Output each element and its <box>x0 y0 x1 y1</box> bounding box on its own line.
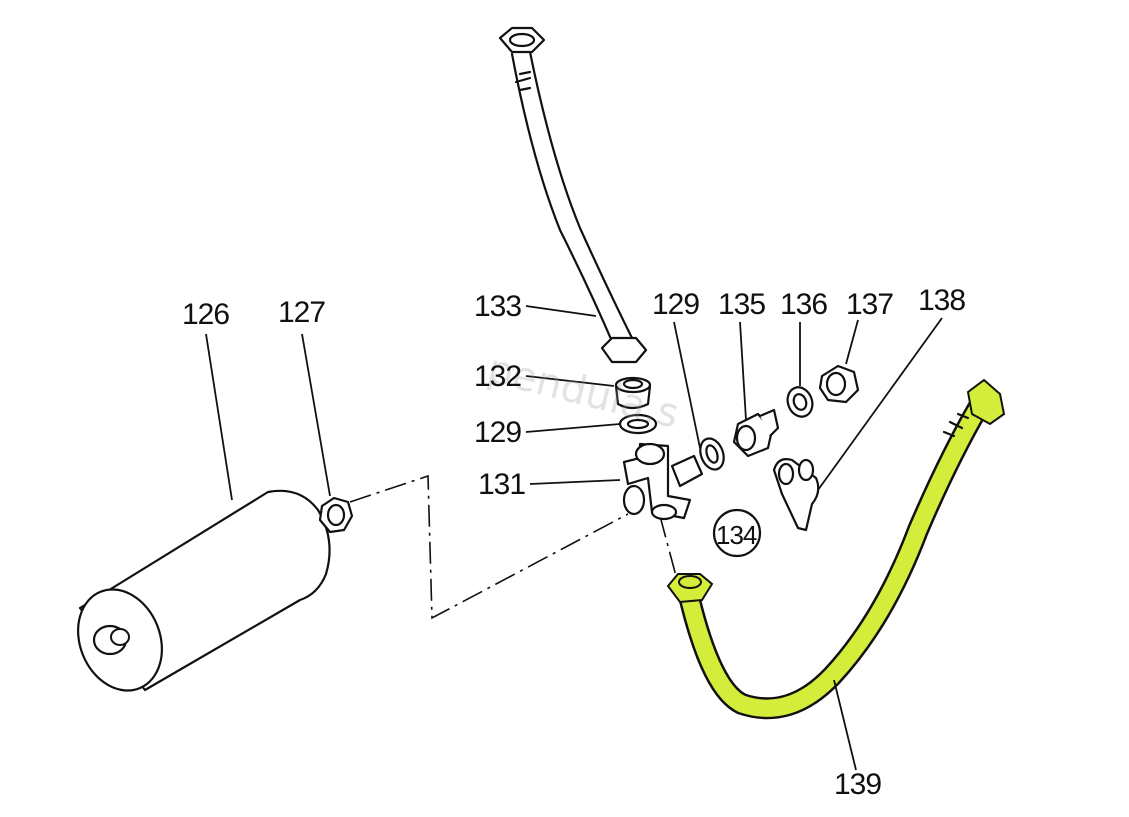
label-133: 133 <box>474 290 521 323</box>
label-137: 137 <box>846 288 893 321</box>
clamp-138[interactable] <box>772 458 820 532</box>
nut-127[interactable] <box>318 496 354 534</box>
nut-137[interactable] <box>818 364 860 404</box>
nipple-135[interactable] <box>732 408 780 458</box>
label-139: 139 <box>834 768 881 801</box>
label-132: 132 <box>474 360 521 393</box>
cross-fitting-131[interactable] <box>622 442 704 521</box>
leader-lines <box>205 305 943 771</box>
assembly-guide-lines <box>349 474 677 620</box>
label-129-right: 129 <box>652 288 699 321</box>
label-126: 126 <box>182 298 229 331</box>
label-136: 136 <box>780 288 827 321</box>
fitting-132[interactable] <box>614 376 652 410</box>
filter-canister[interactable] <box>63 489 331 703</box>
upper-hose[interactable] <box>498 26 648 364</box>
label-131: 131 <box>478 468 525 501</box>
label-134-circle <box>712 508 762 558</box>
label-135: 135 <box>718 288 765 321</box>
label-129-left: 129 <box>474 416 521 449</box>
washer-129-left[interactable] <box>618 413 658 435</box>
washer-129-right[interactable] <box>696 435 728 473</box>
label-127: 127 <box>278 296 325 329</box>
label-134: 134 <box>716 520 757 550</box>
part-labels: 126 127 133 132 129 131 129 135 136 137 … <box>182 284 966 801</box>
lower-hose[interactable] <box>666 378 1006 720</box>
label-138: 138 <box>918 284 965 317</box>
washer-136[interactable] <box>784 384 817 420</box>
